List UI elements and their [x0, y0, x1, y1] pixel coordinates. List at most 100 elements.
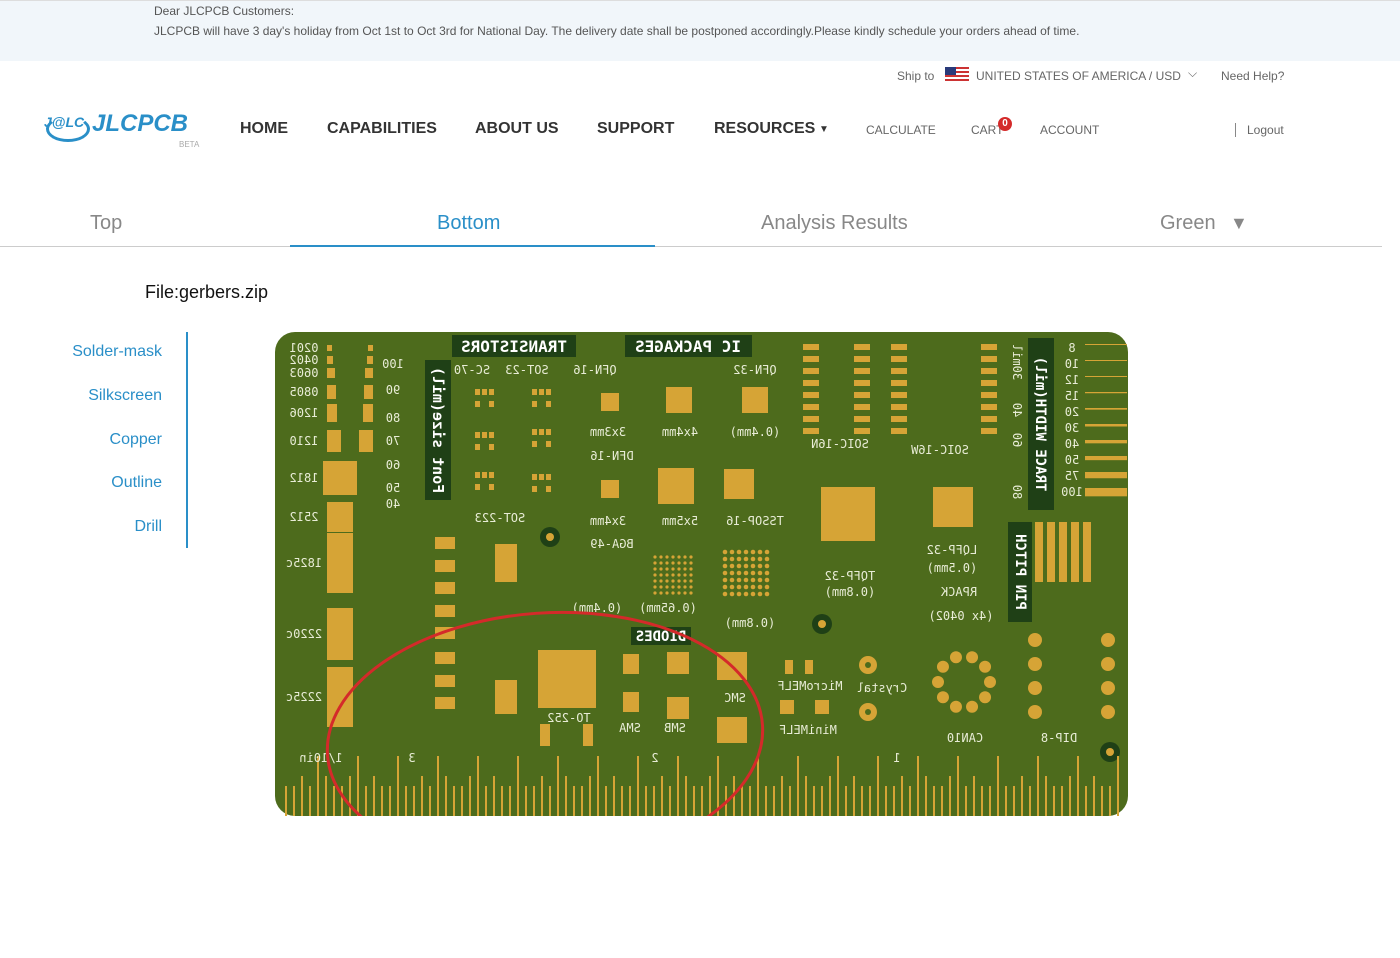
trace-value-100: 100: [1061, 485, 1083, 499]
ruler-tick: [493, 776, 495, 816]
pad: [717, 717, 747, 743]
drill-hole: [1106, 748, 1114, 756]
pad: [981, 416, 997, 422]
bga-ball: [683, 579, 687, 583]
chevron-down-icon[interactable]: ⌵: [1188, 66, 1198, 80]
ruler-tick: [301, 776, 303, 816]
layer-outline[interactable]: Outline: [111, 474, 162, 491]
ic-packages-label: IC PACKAGES: [635, 337, 741, 356]
ruler-tick: [1053, 786, 1055, 816]
pad: [540, 724, 550, 746]
pcb-label-tqfp-32: TQFP-32: [825, 569, 876, 583]
can10-pin: [979, 660, 992, 673]
bga-ball: [743, 577, 749, 583]
nav-cart[interactable]: CART: [971, 123, 1004, 137]
pad: [323, 461, 353, 495]
ruler-tick: [485, 786, 487, 816]
ic-packages-banner: [625, 335, 752, 357]
nav-home[interactable]: HOME: [240, 120, 288, 137]
ruler-tick: [437, 756, 439, 816]
layer-drill[interactable]: Drill: [134, 518, 162, 535]
pcb-label-3x4mm: 3x4mm: [590, 514, 626, 528]
tab-analysis-results[interactable]: Analysis Results: [761, 212, 908, 234]
pad: [1035, 522, 1043, 582]
dip-pin: [1101, 633, 1115, 647]
bga-ball: [665, 555, 669, 559]
pad: [365, 368, 373, 378]
pcb-label-qfn-32: QFN-32: [733, 363, 776, 377]
layer-silkscreen[interactable]: Silkscreen: [88, 387, 162, 404]
bga-ball: [729, 570, 735, 576]
ruler-tick: [621, 786, 623, 816]
color-select[interactable]: Green: [1160, 212, 1216, 234]
layer-solder-mask[interactable]: Solder-mask: [72, 343, 162, 360]
pcb-pads: [285, 344, 1127, 816]
ruler-tick: [421, 776, 423, 816]
transistors-label: TRANSISTORS: [461, 337, 567, 356]
need-help-link[interactable]: Need Help?: [1221, 69, 1285, 83]
nav-calculate[interactable]: CALCULATE: [866, 123, 936, 137]
nav-resources[interactable]: RESOURCES: [714, 120, 816, 137]
dropdown-triangle-icon[interactable]: ▼: [1230, 213, 1248, 233]
pad: [1085, 376, 1127, 377]
pad: [891, 392, 907, 398]
bga-ball: [743, 570, 749, 576]
ruler-tick: [1085, 786, 1087, 816]
ruler-tick: [445, 776, 447, 816]
tab-bottom[interactable]: Bottom: [437, 212, 501, 234]
logout-link[interactable]: Logout: [1247, 123, 1284, 137]
pad: [601, 393, 619, 411]
bga-ball: [653, 561, 657, 565]
ruler-tick: [461, 786, 463, 816]
ruler-tick: [453, 786, 455, 816]
nav-account[interactable]: ACCOUNT: [1040, 123, 1100, 137]
ruler-tick: [805, 776, 807, 816]
ruler-tick: [781, 776, 783, 816]
bga-ball: [659, 579, 663, 583]
bga-ball: [665, 573, 669, 577]
pad: [1085, 440, 1127, 444]
pcb-label-sc-70: SC-70: [454, 363, 490, 377]
bga-ball: [750, 570, 756, 576]
tab-top[interactable]: Top: [90, 212, 123, 234]
pad: [623, 654, 639, 674]
pad: [785, 660, 793, 674]
pad: [891, 416, 907, 422]
bga-ball: [736, 556, 742, 562]
bga-ball: [729, 584, 735, 590]
pad: [489, 444, 494, 450]
ruler-tick: [837, 756, 839, 816]
caret-down-icon[interactable]: ▼: [819, 124, 829, 135]
jlcpcb-logo[interactable]: J@LC JLCPCB BETA: [44, 110, 204, 152]
bga-ball: [677, 579, 681, 583]
ruler-tick: [709, 776, 711, 816]
pad: [539, 429, 544, 435]
pad: [475, 472, 480, 478]
ruler-tick: [477, 756, 479, 816]
pad: [1047, 522, 1055, 582]
pad: [803, 428, 819, 434]
pad: [475, 432, 480, 438]
nav-capabilities[interactable]: CAPABILITIES: [327, 120, 437, 137]
tab-divider: [0, 246, 1382, 247]
pad: [821, 487, 875, 541]
nav-about-us[interactable]: ABOUT US: [475, 120, 559, 137]
layer-copper[interactable]: Copper: [109, 431, 162, 448]
pad: [546, 389, 551, 395]
bga-ball: [665, 561, 669, 565]
bga-ball: [736, 591, 742, 597]
ruler-tick: [909, 786, 911, 816]
pad: [435, 537, 455, 549]
pin-pitch-label: PIN PITCH: [1012, 534, 1028, 610]
pad: [538, 650, 596, 708]
ruler-label-tenth-inch: 1/10in: [299, 751, 342, 765]
font-size-banner: [425, 360, 451, 500]
pcb-label--0-8mm-: (0.8mm): [725, 616, 776, 630]
bga-ball: [659, 561, 663, 565]
nav-support[interactable]: SUPPORT: [597, 120, 675, 137]
ruler-tick: [509, 786, 511, 816]
bga-ball: [743, 549, 749, 555]
bga-ball: [665, 591, 669, 595]
country-currency-select[interactable]: UNITED STATES OF AMERICA / USD: [976, 69, 1181, 83]
trace-width-banner: [1028, 338, 1054, 510]
